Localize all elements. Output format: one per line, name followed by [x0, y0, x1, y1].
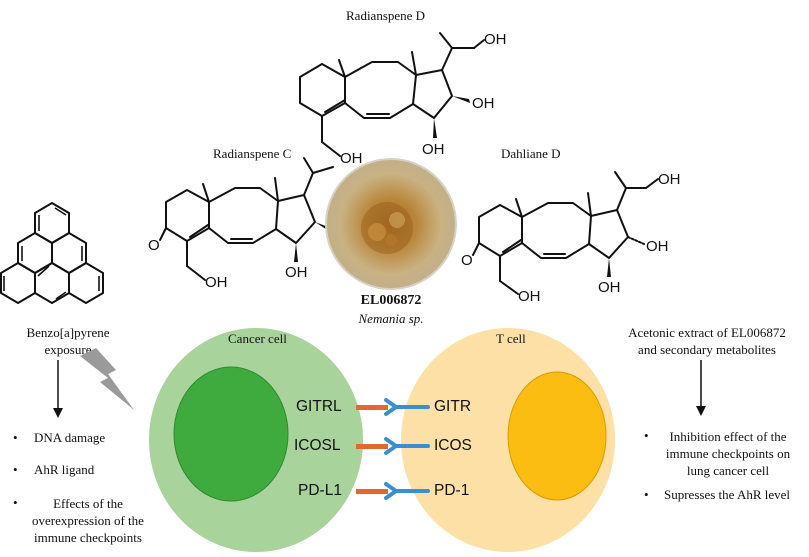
oh-label: OH — [646, 238, 669, 255]
exposure-label: Benzo[a]pyrene exposure — [26, 325, 110, 357]
bullet-dot: • — [13, 495, 18, 510]
oh-label: OH — [658, 171, 681, 188]
right-bullet-item: Inhibition effect of the immune checkpoi… — [665, 429, 791, 478]
oh-label: OH — [205, 274, 228, 291]
radianspene-c-title: Radianspene C — [213, 146, 292, 161]
culture-plate-image — [325, 158, 457, 290]
icosl-ligand-bar — [356, 444, 388, 449]
down-arrow-right — [696, 360, 706, 416]
left-bullet-item: Effects of the overexpression of the imm… — [32, 496, 144, 545]
cancer-cell-label: Cancer cell — [228, 331, 287, 346]
oh-label: OH — [484, 31, 507, 48]
pd1-label: PD-1 — [434, 482, 470, 499]
oh-label: OH — [285, 264, 308, 281]
oh-label: OH — [422, 141, 445, 158]
benzo-a-pyrene-structure — [0, 202, 104, 304]
bullet-dot: • — [644, 428, 649, 443]
t-cell-nucleus — [507, 371, 607, 501]
pdl1-ligand-bar — [356, 489, 388, 494]
cancer-cell-nucleus — [173, 366, 289, 502]
icos-label: ICOS — [434, 437, 472, 454]
oh-label: OH — [340, 150, 363, 167]
oxygen-label: O — [148, 237, 160, 254]
right-bullet-item: Supresses the AhR level — [664, 487, 791, 502]
oh-label: OH — [472, 95, 495, 112]
gitr-label: GITR — [434, 398, 472, 415]
strain-species: Nemania sp. — [358, 311, 424, 326]
left-bullet-item: AhR ligand — [34, 462, 95, 477]
left-bullet-item: DNA damage — [34, 430, 106, 445]
t-cell-label: T cell — [496, 331, 526, 346]
gitrl-ligand-bar — [356, 405, 388, 410]
radianspene-d-title: Radianspene D — [346, 8, 426, 23]
icosl-label: ICOSL — [294, 437, 341, 454]
bullet-dot: • — [13, 462, 18, 477]
dahliane-d-title: Dahliane D — [501, 146, 561, 161]
extract-heading: Acetonic extract of EL006872 and seconda… — [628, 325, 786, 357]
strain-code: EL006872 — [360, 293, 422, 308]
bullet-dot: • — [13, 430, 18, 445]
lightning-icon — [80, 348, 134, 410]
oh-label: OH — [598, 279, 621, 296]
bullet-dot: • — [644, 487, 649, 502]
oh-label: OH — [518, 288, 541, 305]
gitrl-label: GITRL — [296, 398, 342, 415]
down-arrow-left — [53, 360, 63, 418]
oxygen-label: O — [461, 252, 473, 269]
pdl1-label: PD-L1 — [298, 482, 342, 499]
